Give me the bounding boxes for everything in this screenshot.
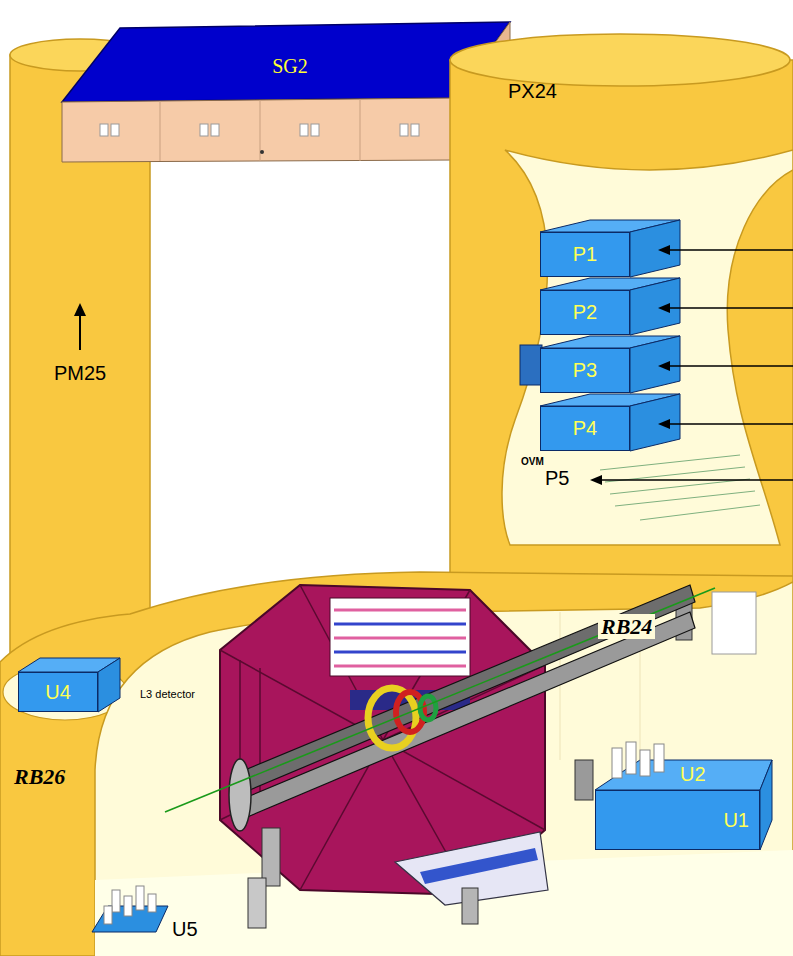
tunnel-label: RB26 xyxy=(14,764,65,789)
node-text: PX24 xyxy=(508,80,557,103)
equipment-box: P3 xyxy=(540,348,630,393)
shaft: PX24P1P2P3P4 xyxy=(450,40,793,605)
node-text: P4 xyxy=(573,417,597,440)
equipment-box: P2 xyxy=(540,290,630,335)
node-text: P2 xyxy=(573,301,597,324)
node-text: U1 xyxy=(723,809,749,832)
node-text: U4 xyxy=(45,681,71,704)
area-label: U2 xyxy=(680,763,706,786)
equipment-box: U1 xyxy=(595,790,760,850)
equipment-box: P1 xyxy=(540,232,630,277)
equipment-box: U4 xyxy=(18,672,98,712)
node-text: P3 xyxy=(573,359,597,382)
detector-label: L3 detector xyxy=(140,688,195,701)
node-text: PM25 xyxy=(54,362,106,385)
area-label: U5 xyxy=(172,918,198,941)
shaft: PM25 xyxy=(10,40,150,665)
area-label: OVM xyxy=(521,456,544,468)
equipment-box: P4 xyxy=(540,406,630,451)
node-text: SG2 xyxy=(272,55,308,78)
building-roof: SG2 xyxy=(150,46,430,86)
level-label: P5 xyxy=(545,467,569,490)
node-text: P1 xyxy=(573,243,597,266)
tunnel-label: RB24 xyxy=(598,614,655,639)
